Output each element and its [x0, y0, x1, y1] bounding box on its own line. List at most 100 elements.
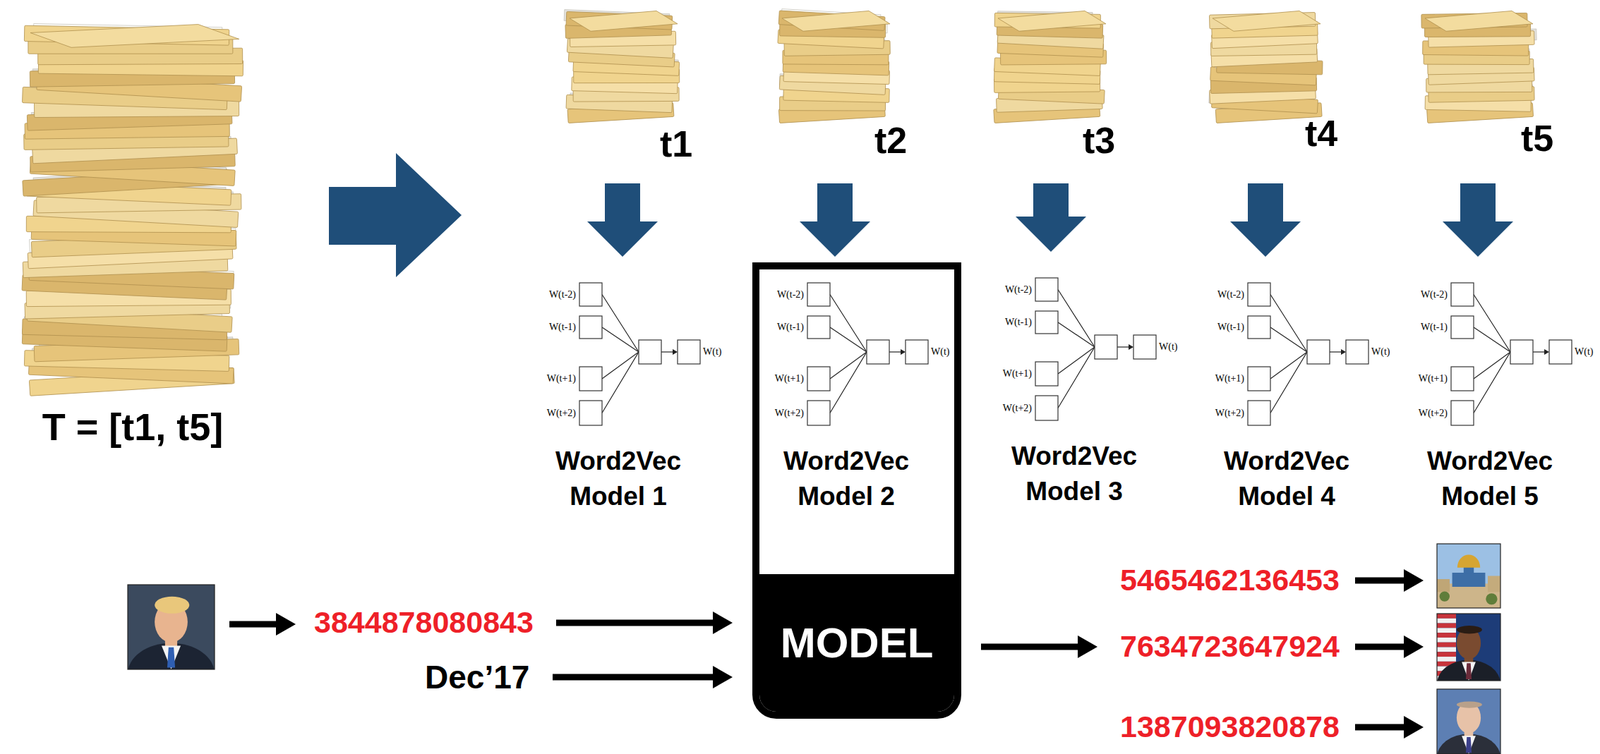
- neuron-label: W(t-1): [777, 321, 804, 333]
- neuron-label: W(t+2): [1418, 407, 1448, 419]
- neuron-label: W(t-1): [549, 321, 576, 333]
- time-slice-stack: t1: [558, 3, 708, 178]
- node-text: t1: [659, 123, 693, 166]
- node-text: Dec’17: [424, 659, 530, 697]
- flow-arrow: [556, 611, 733, 635]
- node-text: Word2Vec Model 2: [765, 443, 928, 515]
- neuron-label-text: W(t-1): [1420, 321, 1448, 333]
- flow-arrow: [552, 666, 733, 689]
- neuron-label: W(t): [930, 346, 950, 358]
- text-block: Dec’17: [424, 659, 530, 697]
- neuron-label-text: W(t+1): [1002, 368, 1032, 380]
- node-text: 3844878080843: [314, 605, 534, 641]
- neuron-label-text: W(t-2): [1217, 289, 1245, 300]
- neuron-label-text: W(t-1): [777, 321, 804, 333]
- split-arrow: [328, 153, 462, 278]
- word2vec-model: Word2Vec Model 1: [534, 269, 720, 518]
- neuron-label-text: W(t+1): [1418, 373, 1448, 384]
- document-stack: [993, 10, 1107, 123]
- neuron-label-text: W(t+2): [1002, 402, 1032, 414]
- entity-id: 7634723647924: [1117, 626, 1343, 668]
- neuron-label: W(t): [1371, 346, 1390, 358]
- neuron-label-text: W(t-1): [1005, 316, 1032, 328]
- time-slice-stack: t2: [771, 3, 920, 178]
- entity-id: 5465462136453: [1117, 560, 1343, 602]
- entity-id: 1387093820878: [1117, 707, 1343, 749]
- corpus-stack: T = [t1, t5]: [4, 0, 264, 459]
- node-text: T = [t1, t5]: [4, 405, 261, 449]
- neuron-label: W(t+1): [774, 373, 804, 384]
- leader-arrow: [1355, 635, 1424, 659]
- cbow-network: [1247, 283, 1369, 426]
- document-stack: [1421, 10, 1538, 123]
- flow-arrow: [799, 183, 871, 257]
- node-text: 1387093820878: [1120, 710, 1340, 745]
- text-block: Word2Vec Model 5: [1408, 443, 1572, 515]
- neuron-label: W(t-2): [1005, 284, 1032, 296]
- neuron-label-text: W(t-2): [1005, 284, 1032, 296]
- neuron-label: W(t-2): [1217, 289, 1245, 300]
- neuron-label-text: W(t+1): [1215, 373, 1245, 384]
- neuron-label-text: W(t-1): [1217, 321, 1245, 333]
- neuron-label-text: W(t): [1158, 341, 1178, 353]
- time-slice-stack: t5: [1414, 3, 1563, 178]
- document-stack: [563, 9, 680, 124]
- neuron-label-text: W(t): [1574, 346, 1593, 358]
- neuron-label: W(t+1): [1418, 373, 1448, 384]
- text-block: t1: [659, 123, 693, 166]
- text-block: Word2Vec Model 2: [765, 443, 928, 515]
- neuron-label: W(t+2): [1215, 407, 1245, 419]
- neuron-label: W(t+1): [1002, 368, 1032, 380]
- neuron-label: W(t+2): [1002, 402, 1032, 414]
- flow-arrow: [1015, 183, 1087, 252]
- neuron-label: W(t): [702, 346, 722, 358]
- cbow-network: [807, 283, 929, 426]
- neuron-label-text: W(t+2): [546, 407, 576, 419]
- neuron-label-text: W(t-2): [1420, 289, 1448, 300]
- node-text: t2: [874, 119, 907, 163]
- text-block: 1387093820878: [1120, 710, 1340, 745]
- node-text: 7634723647924: [1120, 629, 1340, 665]
- leader-arrow: [229, 613, 296, 636]
- neuron-label: W(t+2): [546, 407, 576, 419]
- time-slice-stack: t3: [987, 3, 1136, 178]
- word2vec-model: Word2Vec Model 4: [1203, 269, 1389, 518]
- neuron-label: W(t-2): [549, 289, 576, 300]
- model-block: MODEL: [759, 574, 955, 713]
- neuron-label-text: W(t+2): [774, 407, 804, 419]
- neuron-label-text: W(t-2): [777, 289, 804, 300]
- person-photo: [1436, 689, 1501, 754]
- neuron-label-text: W(t-2): [549, 289, 576, 300]
- node-text: MODEL: [780, 620, 934, 667]
- neuron-label: W(t-2): [777, 289, 804, 300]
- neuron-label-text: W(t+2): [1215, 407, 1245, 419]
- neuron-label: W(t-1): [1217, 321, 1245, 333]
- word2vec-model: Word2Vec Model 2: [762, 269, 948, 518]
- node-text: Word2Vec Model 5: [1408, 443, 1572, 515]
- flow-arrow: [1230, 183, 1301, 257]
- flow-arrow: [981, 635, 1098, 659]
- text-block: Word2Vec Model 4: [1205, 443, 1368, 515]
- neuron-label-text: W(t-1): [549, 321, 576, 333]
- text-block: T = [t1, t5]: [4, 405, 261, 449]
- date-input: Dec’17: [422, 656, 533, 700]
- neuron-label-text: W(t+1): [546, 373, 576, 384]
- node-text: Word2Vec Model 1: [537, 443, 700, 515]
- cbow-network: [579, 283, 701, 426]
- document-stack: [1208, 10, 1323, 123]
- text-block: t4: [1304, 112, 1338, 156]
- word2vec-model: Word2Vec Model 5: [1406, 269, 1592, 518]
- word2vec-model: Word2Vec Model 3: [990, 264, 1176, 513]
- node-text: Word2Vec Model 3: [993, 438, 1156, 510]
- text-block: Word2Vec Model 3: [993, 438, 1156, 510]
- text-block: t3: [1082, 119, 1116, 163]
- node-text: t4: [1304, 112, 1338, 156]
- neuron-label: W(t-2): [1420, 289, 1448, 300]
- node-text: Word2Vec Model 4: [1205, 443, 1368, 515]
- neuron-label: W(t): [1574, 346, 1593, 358]
- document-stack: [21, 23, 244, 396]
- neuron-label-text: W(t): [702, 346, 722, 358]
- flow-arrow: [587, 183, 658, 257]
- node-text: 5465462136453: [1120, 563, 1340, 598]
